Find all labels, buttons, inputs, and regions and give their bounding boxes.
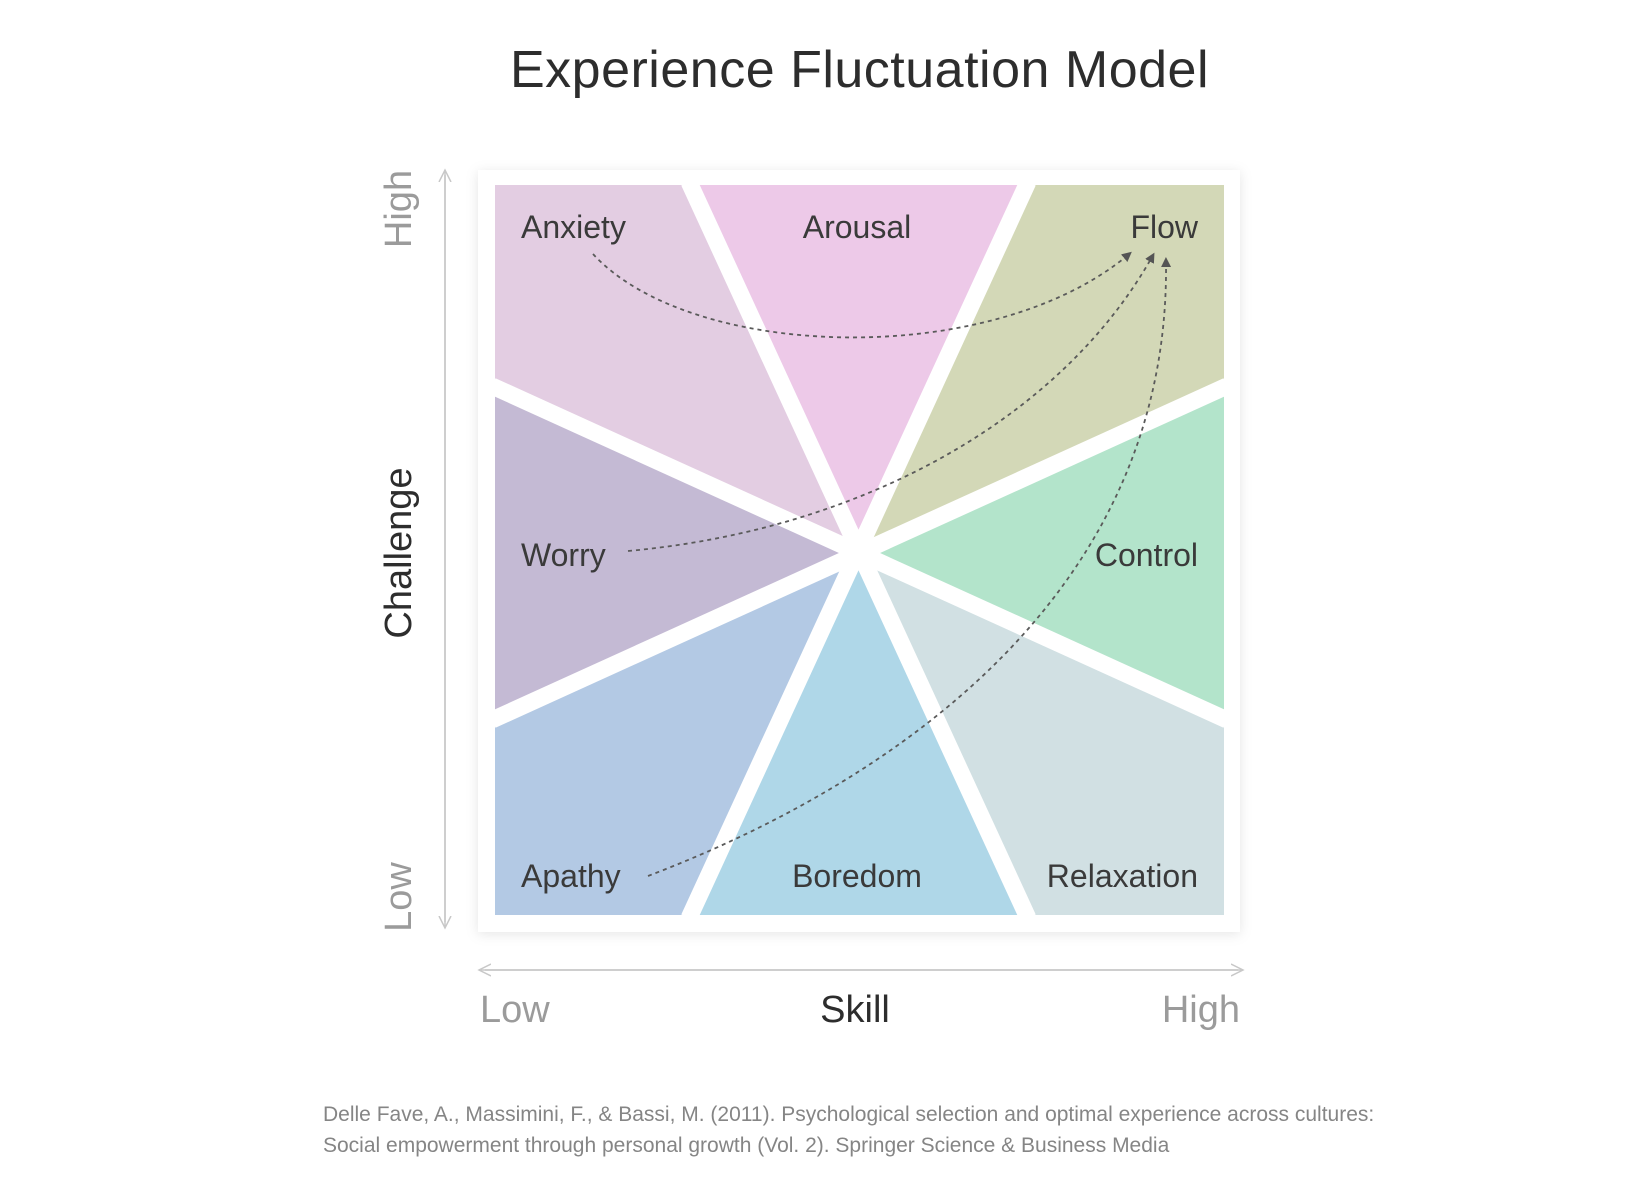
page-title: Experience Fluctuation Model	[509, 41, 1210, 99]
region-label-flow: Flow	[1130, 209, 1198, 245]
region-label-arousal: Arousal	[803, 209, 912, 245]
x-axis-low-label: Low	[480, 989, 550, 1031]
y-axis-title: Challenge	[378, 467, 420, 638]
x-axis-high-label: High	[1162, 989, 1240, 1031]
separators	[488, 178, 1231, 922]
citation: Delle Fave, A., Massimini, F., & Bassi, …	[323, 1099, 1433, 1161]
region-flow	[859, 185, 1224, 553]
region-label-apathy: Apathy	[521, 858, 621, 894]
y-axis-high-label: High	[378, 170, 420, 248]
region-label-control: Control	[1095, 537, 1198, 573]
region-label-boredom: Boredom	[792, 858, 922, 894]
x-axis-title: Skill	[820, 989, 890, 1031]
path-worry-to-flow	[627, 252, 1155, 552]
region-worry	[495, 387, 859, 719]
region-apathy	[495, 553, 859, 915]
citation-line: Social empowerment through personal grow…	[323, 1134, 1170, 1157]
region-control	[859, 387, 1224, 719]
region-boredom	[689, 553, 1024, 915]
transition-paths	[592, 251, 1172, 877]
regions	[495, 185, 1224, 915]
region-anxiety	[495, 185, 859, 553]
y-axis-low-label: Low	[378, 862, 420, 932]
region-label-relaxation: Relaxation	[1047, 858, 1198, 894]
region-label-worry: Worry	[521, 537, 606, 573]
path-apathy-to-flow	[647, 257, 1172, 877]
region-arousal	[689, 185, 1024, 553]
region-relaxation	[859, 553, 1224, 915]
separator-line	[488, 378, 1231, 728]
region-label-anxiety: Anxiety	[521, 209, 626, 245]
citation-line: Delle Fave, A., Massimini, F., & Bassi, …	[323, 1103, 1375, 1126]
path-anxiety-to-flow	[592, 251, 1132, 339]
